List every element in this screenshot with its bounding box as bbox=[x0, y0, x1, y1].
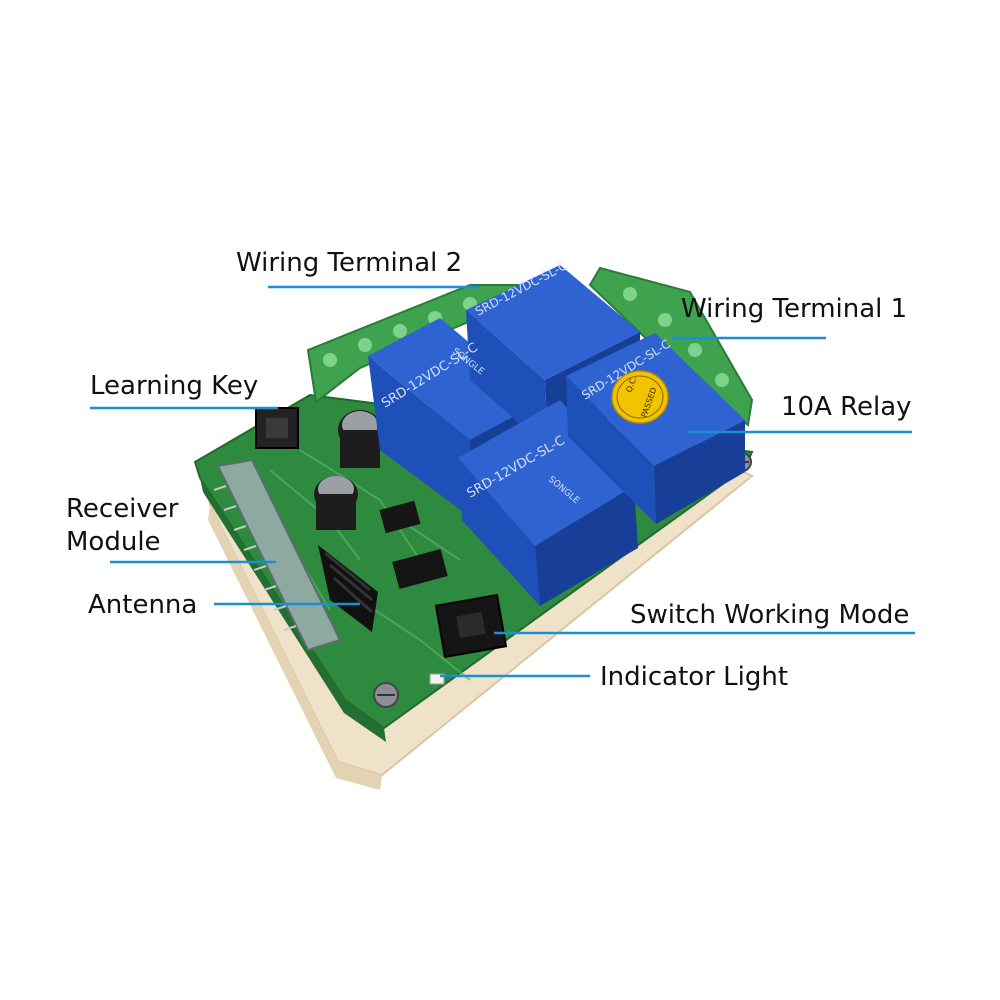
receiver-module-pins bbox=[213, 485, 297, 631]
indicator-led bbox=[429, 673, 445, 685]
qc-passed-sticker: Q.C. PASSED bbox=[611, 370, 669, 424]
label-wiring-terminal-2: Wiring Terminal 2 bbox=[236, 248, 463, 278]
terminal-block-right bbox=[588, 266, 754, 427]
mode-jumper bbox=[434, 593, 508, 659]
receiver-module-board bbox=[216, 458, 342, 652]
ic-chip-2 bbox=[379, 500, 421, 534]
label-indicator-light: Indicator Light bbox=[600, 662, 789, 692]
ic-chip-1 bbox=[392, 549, 448, 589]
label-wiring-terminal-1: Wiring Terminal 1 bbox=[681, 294, 908, 324]
learning-key-button bbox=[255, 407, 299, 449]
label-learning-key: Learning Key bbox=[90, 371, 259, 401]
label-relay: 10A Relay bbox=[781, 392, 912, 422]
leader-lines bbox=[90, 285, 915, 678]
label-receiver-module: Receiver Module bbox=[66, 494, 179, 557]
capacitor-1 bbox=[338, 410, 382, 468]
antenna-coil bbox=[318, 545, 378, 632]
label-antenna: Antenna bbox=[88, 590, 198, 620]
label-switch-working-mode: Switch Working Mode bbox=[630, 600, 910, 630]
capacitor-2 bbox=[314, 476, 358, 530]
